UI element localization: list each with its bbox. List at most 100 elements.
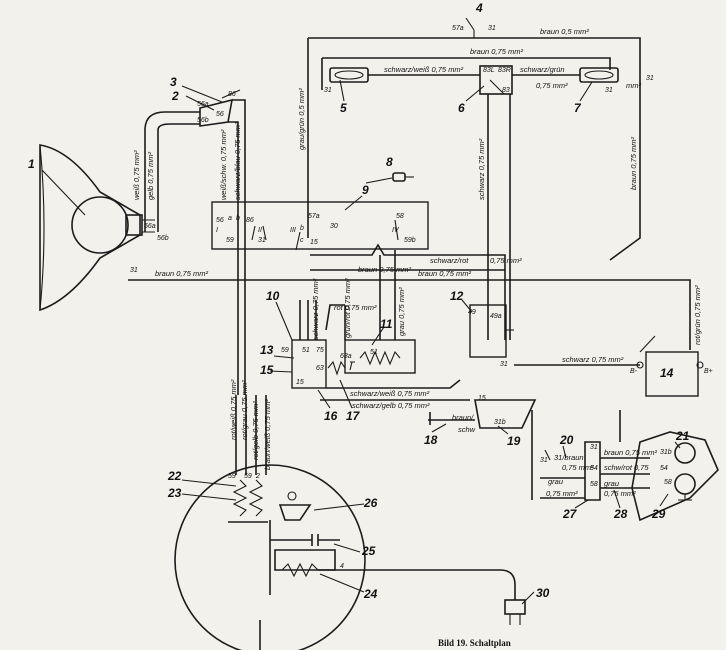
svg-text:83R: 83R — [498, 67, 511, 74]
svg-text:56b: 56b — [157, 235, 169, 242]
svg-text:schwarz/blau 0,75 mm²: schwarz/blau 0,75 mm² — [233, 122, 242, 200]
svg-text:schwarz/weiß 0,75 mm²: schwarz/weiß 0,75 mm² — [384, 65, 464, 74]
callout-19: 19 — [507, 434, 521, 448]
callout-18: 18 — [424, 433, 438, 447]
svg-text:56: 56 — [216, 217, 224, 224]
svg-text:braun 0,75 mm²: braun 0,75 mm² — [358, 265, 411, 274]
callout-22: 22 — [167, 469, 182, 483]
callout-13: 13 — [260, 343, 274, 357]
svg-text:rot/grau 0,75 mm²: rot/grau 0,75 mm² — [240, 380, 249, 440]
svg-text:31b: 31b — [494, 419, 506, 426]
svg-text:59: 59 — [226, 237, 234, 244]
callout-7: 7 — [574, 101, 582, 115]
svg-text:schw/rot 0,75: schw/rot 0,75 — [604, 463, 649, 472]
svg-text:15: 15 — [310, 239, 318, 246]
svg-text:54: 54 — [660, 465, 668, 472]
svg-text:58: 58 — [590, 481, 598, 488]
svg-text:0,75 mm²: 0,75 mm² — [490, 256, 522, 265]
svg-text:31: 31 — [500, 361, 508, 368]
svg-text:86: 86 — [228, 91, 236, 98]
svg-text:braun/: braun/ — [452, 413, 474, 422]
svg-text:59b: 59b — [404, 237, 416, 244]
svg-text:56a: 56a — [144, 223, 156, 230]
svg-text:31: 31 — [646, 75, 654, 82]
svg-text:III: III — [290, 227, 296, 234]
svg-text:schwarz 0,75 mm²: schwarz 0,75 mm² — [311, 278, 320, 340]
callout-1: 1 — [28, 157, 35, 171]
svg-text:59: 59 — [244, 473, 252, 480]
callout-4: 4 — [475, 1, 483, 15]
svg-text:4: 4 — [340, 563, 344, 570]
svg-text:56b: 56b — [197, 117, 209, 124]
svg-text:braun 0,75 mm²: braun 0,75 mm² — [604, 448, 657, 457]
svg-text:I: I — [216, 227, 218, 234]
svg-text:49a: 49a — [490, 313, 502, 320]
svg-text:schwarz/gelb 0,75 mm²: schwarz/gelb 0,75 mm² — [352, 401, 430, 410]
battery-14 — [645, 351, 699, 397]
svg-text:54: 54 — [590, 465, 598, 472]
svg-text:B+: B+ — [704, 368, 713, 375]
svg-text:51: 51 — [302, 347, 310, 354]
svg-text:49: 49 — [468, 309, 476, 316]
svg-text:83L: 83L — [483, 67, 495, 74]
svg-text:75: 75 — [316, 347, 324, 354]
svg-text:57a: 57a — [308, 213, 320, 220]
svg-text:31/braun: 31/braun — [554, 453, 584, 462]
callout-9: 9 — [362, 183, 369, 197]
callout-8: 8 — [386, 155, 393, 169]
callout-12: 12 — [450, 289, 464, 303]
svg-text:31: 31 — [590, 444, 598, 451]
svg-text:grau: grau — [548, 477, 564, 486]
tail-lamp-5 — [329, 67, 369, 83]
svg-text:58: 58 — [664, 479, 672, 486]
svg-text:56: 56 — [216, 111, 224, 118]
vertical-wire-labels: grau/grün 0,5 mm² schwarz 0,75 mm² braun… — [132, 88, 702, 470]
svg-text:schwarz/rot: schwarz/rot — [430, 256, 469, 265]
callout-29: 29 — [651, 507, 666, 521]
svg-text:31b: 31b — [660, 449, 672, 456]
svg-text:grau 0,75 mm²: grau 0,75 mm² — [397, 287, 406, 336]
svg-text:30: 30 — [330, 223, 338, 230]
svg-text:31: 31 — [130, 267, 138, 274]
svg-text:rot/grün 0,75 mm²: rot/grün 0,75 mm² — [693, 285, 702, 345]
svg-text:rot/weiß 0,75 mm²: rot/weiß 0,75 mm² — [229, 379, 238, 440]
terminal-labels: 56a 56b 56a 56b 56 86 57a 31 31 83L 83R … — [130, 25, 713, 570]
svg-text:braun 0,75 mm²: braun 0,75 mm² — [629, 137, 638, 190]
svg-text:0,75 mm²: 0,75 mm² — [536, 81, 568, 90]
svg-text:gelb 0,75 mm²: gelb 0,75 mm² — [146, 152, 155, 200]
svg-text:c: c — [300, 237, 304, 244]
svg-text:51: 51 — [370, 349, 378, 356]
svg-text:schw: schw — [458, 425, 476, 434]
callout-21: 21 — [675, 429, 690, 443]
svg-text:a: a — [228, 215, 232, 222]
svg-text:grau: grau — [604, 479, 620, 488]
main-switch-box — [211, 201, 429, 250]
callout-numbers: 1 2 3 4 5 6 7 8 9 10 11 12 13 14 15 16 1… — [28, 1, 690, 601]
stop-lamp-7 — [579, 67, 619, 83]
svg-text:57a: 57a — [452, 25, 464, 32]
svg-text:mm²: mm² — [626, 81, 641, 90]
svg-text:63: 63 — [316, 365, 324, 372]
svg-text:31: 31 — [540, 457, 548, 464]
callout-24: 24 — [363, 587, 378, 601]
svg-text:83: 83 — [502, 87, 510, 94]
svg-text:braun 0,75 mm²: braun 0,75 mm² — [418, 269, 471, 278]
callout-17: 17 — [346, 409, 361, 423]
svg-text:31: 31 — [488, 25, 496, 32]
svg-text:0,75 mm²: 0,75 mm² — [562, 463, 594, 472]
callout-6: 6 — [458, 101, 465, 115]
svg-text:B-: B- — [630, 368, 638, 375]
svg-text:56a: 56a — [197, 101, 209, 108]
svg-text:braun 0,5 mm²: braun 0,5 mm² — [540, 27, 589, 36]
regulator-box — [291, 339, 327, 389]
svg-text:31: 31 — [605, 87, 613, 94]
svg-text:rot/gelb 0,75 mm²: rot/gelb 0,75 mm² — [251, 401, 260, 460]
callout-27: 27 — [562, 507, 578, 521]
svg-text:59: 59 — [281, 347, 289, 354]
callout-30: 30 — [536, 586, 550, 600]
svg-text:b: b — [300, 225, 304, 232]
svg-text:schwarz/weiß 0,75 mm²: schwarz/weiß 0,75 mm² — [350, 389, 430, 398]
svg-text:schwarz 0,75 mm²: schwarz 0,75 mm² — [477, 138, 486, 200]
